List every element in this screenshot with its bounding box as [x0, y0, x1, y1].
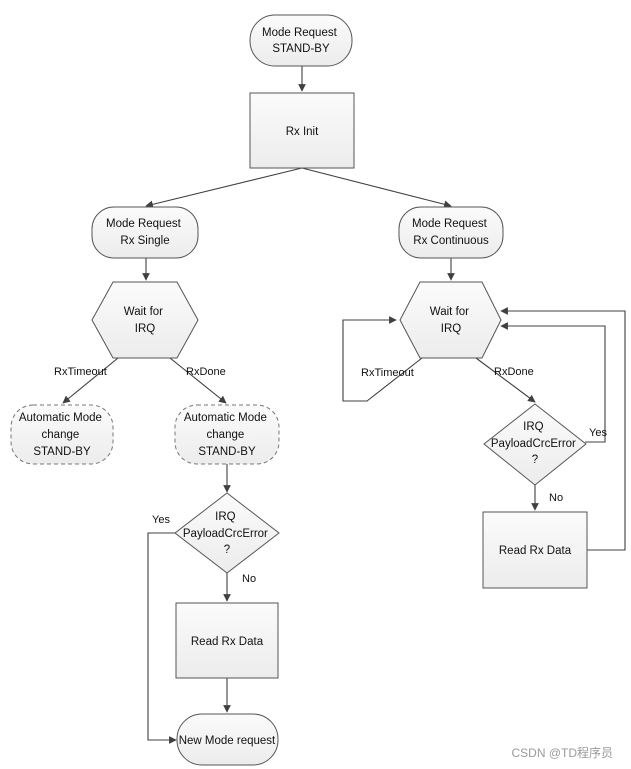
label-no-continuous: No — [549, 492, 563, 504]
node-mode-request-standby-label: Mode Request STAND-BY — [262, 27, 340, 55]
node-crc-error-continuous-label: IRQ PayloadCrcError ? — [491, 421, 579, 466]
node-auto-mode-timeout — [10, 404, 114, 465]
edge-crc-yes-single — [147, 532, 185, 744]
node-crc-error-single-label: IRQ PayloadCrcError ? — [183, 511, 271, 556]
node-read-rx-data-continuous — [482, 511, 588, 589]
node-mode-request-rx-continuous-label: Mode Request Rx Continuous — [412, 218, 490, 247]
node-wait-irq-continuous-label: Wait for IRQ — [430, 306, 472, 335]
label-rx-done-continuous: RxDone — [494, 366, 534, 378]
label-rx-timeout-continuous: RxTimeout — [361, 367, 414, 379]
node-new-mode-request — [176, 713, 279, 766]
node-crc-error-continuous — [483, 403, 587, 486]
label-yes-continuous: Yes — [589, 427, 607, 439]
node-read-rx-data-continuous-label: Read Rx Data — [499, 545, 572, 557]
label-rx-timeout-single: RxTimeout — [54, 366, 107, 378]
connectors — [62, 66, 626, 744]
node-wait-irq-single-label: Wait for IRQ — [124, 306, 166, 335]
node-new-mode-request-label: New Mode request — [179, 735, 276, 747]
node-read-rx-data-single — [175, 602, 279, 679]
node-rx-init — [249, 92, 355, 169]
edge-wait-to-crc-continuous — [475, 357, 536, 403]
edge-crc-yes-continuous — [500, 322, 606, 443]
edge-init-to-continuous — [301, 167, 452, 209]
node-mode-request-rx-single — [91, 206, 199, 259]
node-mode-request-rx-single-label: Mode Request Rx Single — [106, 218, 184, 247]
node-crc-error-single — [174, 492, 280, 574]
edge-wait-to-done-single — [169, 357, 227, 404]
label-no-single: No — [242, 573, 256, 585]
node-mode-request-standby — [249, 14, 353, 67]
node-auto-mode-timeout-label: Automatic Mode change STAND-BY — [19, 412, 105, 458]
label-rx-done-single: RxDone — [186, 366, 226, 378]
node-rx-init-label: Rx Init — [286, 126, 319, 138]
edge-init-to-single — [145, 167, 303, 209]
node-wait-irq-continuous — [399, 281, 502, 359]
node-auto-mode-done-label: Automatic Mode change STAND-BY — [184, 412, 270, 458]
edge-timeout-loop — [342, 316, 423, 402]
edge-wait-to-timeout-single — [62, 357, 119, 404]
node-read-rx-data-single-label: Read Rx Data — [191, 636, 264, 648]
node-wait-irq-single — [91, 281, 199, 359]
node-auto-mode-done — [174, 404, 280, 465]
node-mode-request-rx-continuous — [398, 206, 504, 259]
label-yes-single: Yes — [152, 514, 170, 526]
watermark-text: CSDN @TD程序员 — [511, 745, 613, 760]
edge-read-loop-continuous — [500, 307, 626, 551]
